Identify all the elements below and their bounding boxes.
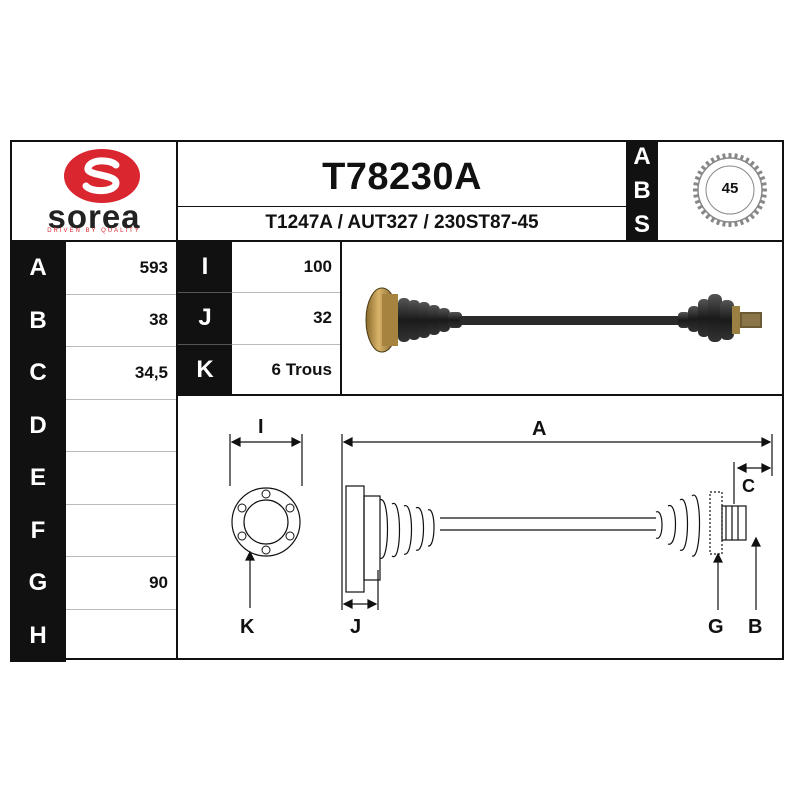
- brand-tagline: DRIVEN BY QUALITY: [47, 228, 141, 234]
- abs-letter-b: B: [633, 177, 651, 204]
- abs-column: A B S: [626, 140, 658, 242]
- title-cell: T78230A T1247A / AUT327 / 230ST87-45: [176, 140, 628, 242]
- technical-drawing: [229, 434, 773, 610]
- spec-value-h: [66, 610, 176, 663]
- abs-ring-icon: [693, 153, 767, 227]
- sorea-logo-icon: [64, 149, 140, 203]
- diagram-label-c: C: [742, 476, 755, 496]
- part-number: T78230A: [322, 156, 482, 198]
- abs-teeth-count: 45: [721, 180, 739, 197]
- spec-key-b: B: [10, 294, 66, 347]
- diagram-label-j: J: [350, 616, 362, 638]
- abs-letter-s: S: [633, 211, 650, 238]
- spec-key-c: C: [10, 347, 66, 400]
- spec-value-i: 100: [232, 242, 340, 294]
- spec-value-a: 593: [66, 242, 176, 295]
- diagram-label-i: I: [258, 416, 264, 438]
- cross-references: T1247A / AUT327 / 230ST87-45: [265, 212, 539, 233]
- diagram-label-b: B: [748, 616, 763, 638]
- diagram-label-g: G: [708, 616, 724, 638]
- diagram-label-a: A: [532, 418, 547, 440]
- abs-ring-cell: 45: [656, 140, 784, 242]
- product-photo-cell: [340, 240, 784, 396]
- spec-key-k: K: [178, 344, 232, 396]
- spec-key-a: A: [10, 242, 66, 295]
- spec-value-j: 32: [232, 293, 340, 345]
- spec-value-c: 34,5: [66, 347, 176, 400]
- drive-shaft-photo: [365, 287, 762, 353]
- spec-value-f: [66, 505, 176, 557]
- spec-key-e: E: [10, 452, 66, 505]
- spec-value-e: [66, 452, 176, 505]
- spec-value-k: 6 Trous: [271, 360, 332, 380]
- spec-key-h: H: [10, 609, 66, 662]
- spec-value-b: 38: [66, 295, 176, 347]
- spec-value-d: [66, 400, 176, 452]
- spec-key-g: G: [10, 557, 66, 610]
- spec-key-d: D: [10, 399, 66, 452]
- abs-letter-a: A: [633, 143, 651, 170]
- technical-diagram-cell: I A C K J G B: [176, 394, 784, 660]
- spec-key-j: J: [178, 293, 232, 345]
- spec-value-column-left: [64, 240, 178, 660]
- spec-value-g: 90: [66, 557, 176, 610]
- diagram-label-k: K: [240, 616, 255, 638]
- spec-key-i: I: [178, 242, 232, 294]
- logo-cell: sorea DRIVEN BY QUALITY: [10, 140, 178, 242]
- title-divider: [178, 206, 626, 207]
- brand-name: sorea: [47, 198, 141, 235]
- spec-key-f: F: [10, 504, 66, 557]
